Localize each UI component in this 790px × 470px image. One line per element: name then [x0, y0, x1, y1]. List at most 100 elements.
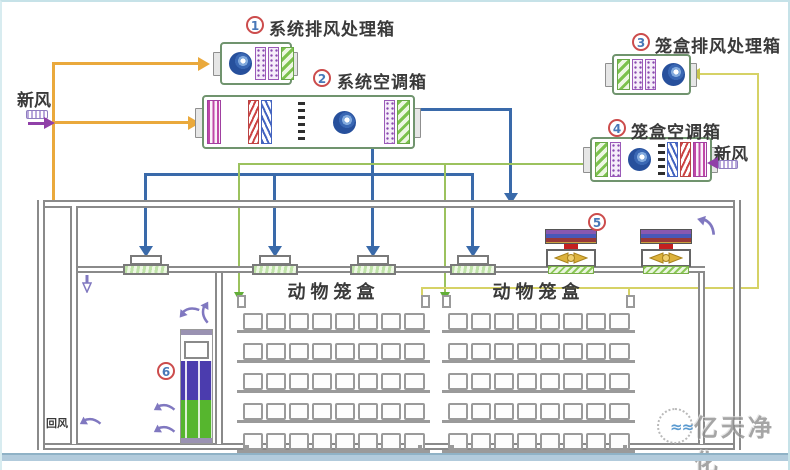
cage-box	[288, 373, 309, 390]
rack-shelf-row	[237, 427, 430, 453]
cage-box	[516, 433, 537, 450]
gap-section	[274, 100, 297, 144]
watermark-logo-icon	[657, 408, 693, 444]
gap-section	[655, 142, 657, 177]
cage-box	[358, 343, 379, 360]
cage-box	[586, 403, 607, 420]
stripes-m-section	[693, 142, 707, 177]
fresh-air-right-stripe-arrow	[718, 160, 738, 169]
blue-arrow-diff2	[268, 246, 282, 257]
yellow-line-to-box3	[699, 73, 759, 75]
rack-post	[442, 295, 451, 308]
label-cage-supply-box2: 笼盒空调箱	[631, 123, 721, 143]
cabinet-green-filter	[181, 399, 212, 438]
label-rack1: 动物笼盒	[287, 282, 380, 303]
cage-box	[242, 343, 263, 360]
damper-section	[298, 102, 305, 142]
cage-box	[381, 373, 402, 390]
filter-cabinet	[180, 329, 213, 444]
cage-box	[493, 403, 514, 420]
cage-box	[311, 343, 332, 360]
ahu-system-supply-box	[202, 95, 415, 149]
blue-arrow-diff3	[366, 246, 380, 257]
fresh-air-left-arrow-shaft	[28, 122, 45, 125]
rack-shelves	[237, 307, 430, 457]
cage-box	[265, 373, 286, 390]
label-cage-exhaust-box: 笼盒排风处理箱	[655, 37, 781, 57]
cage-box	[586, 343, 607, 360]
chevron-section	[281, 47, 294, 80]
rack-shelf-row	[442, 367, 635, 393]
airflow-arrow-cabinet-left-1	[153, 402, 176, 411]
damper-section	[658, 144, 665, 175]
gap-section	[360, 100, 383, 144]
cage-box	[516, 403, 537, 420]
cage-box	[609, 373, 630, 390]
green-drop-rack1	[238, 163, 240, 293]
airflow-arrow-plenum-right	[697, 215, 716, 235]
label-fresh-air-left: 新风	[17, 91, 51, 111]
cage-box	[311, 433, 332, 450]
cabinet-bottom-cap	[181, 438, 212, 443]
cage-box	[265, 313, 286, 330]
cage-box	[358, 313, 379, 330]
orange-line-to-box2	[52, 121, 188, 124]
cage-box	[288, 403, 309, 420]
fresh-air-right-arrow	[707, 157, 718, 169]
cage-box	[493, 373, 514, 390]
rack-foot	[418, 445, 422, 452]
fan-section	[332, 100, 358, 144]
bottom-divider	[2, 453, 788, 461]
ffu-unit-1-grille	[548, 266, 594, 274]
rack-post	[421, 295, 430, 308]
orange-riser	[52, 63, 55, 200]
hepa-diffuser-3-plenum	[357, 255, 389, 265]
rack-post	[626, 295, 635, 308]
stripes-m-section	[207, 100, 221, 144]
ffu-unit-1-filter	[545, 229, 597, 244]
label-return-air: 回风	[46, 417, 68, 430]
gap-section	[307, 100, 330, 144]
blue-arrow-diff4	[466, 246, 480, 257]
label-system-exhaust-box: 系统排风处理箱	[269, 20, 395, 40]
circle-1: 1	[246, 16, 264, 34]
cage-box	[265, 343, 286, 360]
label-system-supply-box: 系统空调箱	[337, 73, 427, 93]
rack-shelf-row	[442, 337, 635, 363]
airflow-arrow-return-shaft	[79, 416, 102, 425]
gap-section	[623, 142, 625, 177]
rack-shelf-row	[237, 337, 430, 363]
yellow-exhaust-horizontal	[421, 287, 759, 289]
cage-box	[563, 403, 584, 420]
cage-box	[540, 373, 561, 390]
cage-box	[470, 433, 491, 450]
chevron-section	[595, 142, 608, 177]
rack-shelf-row	[442, 307, 635, 333]
blue-duct-horizontal	[144, 173, 474, 176]
airflow-arrow-cabinet-top-left	[179, 307, 200, 318]
fan-section	[627, 142, 653, 177]
cage-box	[470, 373, 491, 390]
rack-shelf-row	[442, 397, 635, 423]
room-divider-wall	[215, 272, 223, 444]
cage-box	[540, 313, 561, 330]
watermark-text: 亿天净化	[694, 414, 775, 470]
cage-box	[586, 313, 607, 330]
cage-box	[358, 373, 379, 390]
hepa-diffuser-1-plenum	[130, 255, 162, 265]
circle-5: 5	[588, 213, 606, 231]
fan-blade-icon	[649, 252, 683, 264]
rack-shelves	[442, 307, 635, 457]
cage-box	[493, 433, 514, 450]
cage-box	[335, 433, 356, 450]
fan-blade-icon	[554, 252, 588, 264]
cage-box	[516, 373, 537, 390]
fan-icon	[628, 148, 651, 171]
cage-box	[335, 313, 356, 330]
ahu-cage-supply-box	[590, 137, 712, 182]
outer-left-wall	[37, 200, 45, 450]
rack-foot	[450, 445, 454, 452]
cage-box	[242, 373, 263, 390]
stripes-r-section	[680, 142, 691, 177]
